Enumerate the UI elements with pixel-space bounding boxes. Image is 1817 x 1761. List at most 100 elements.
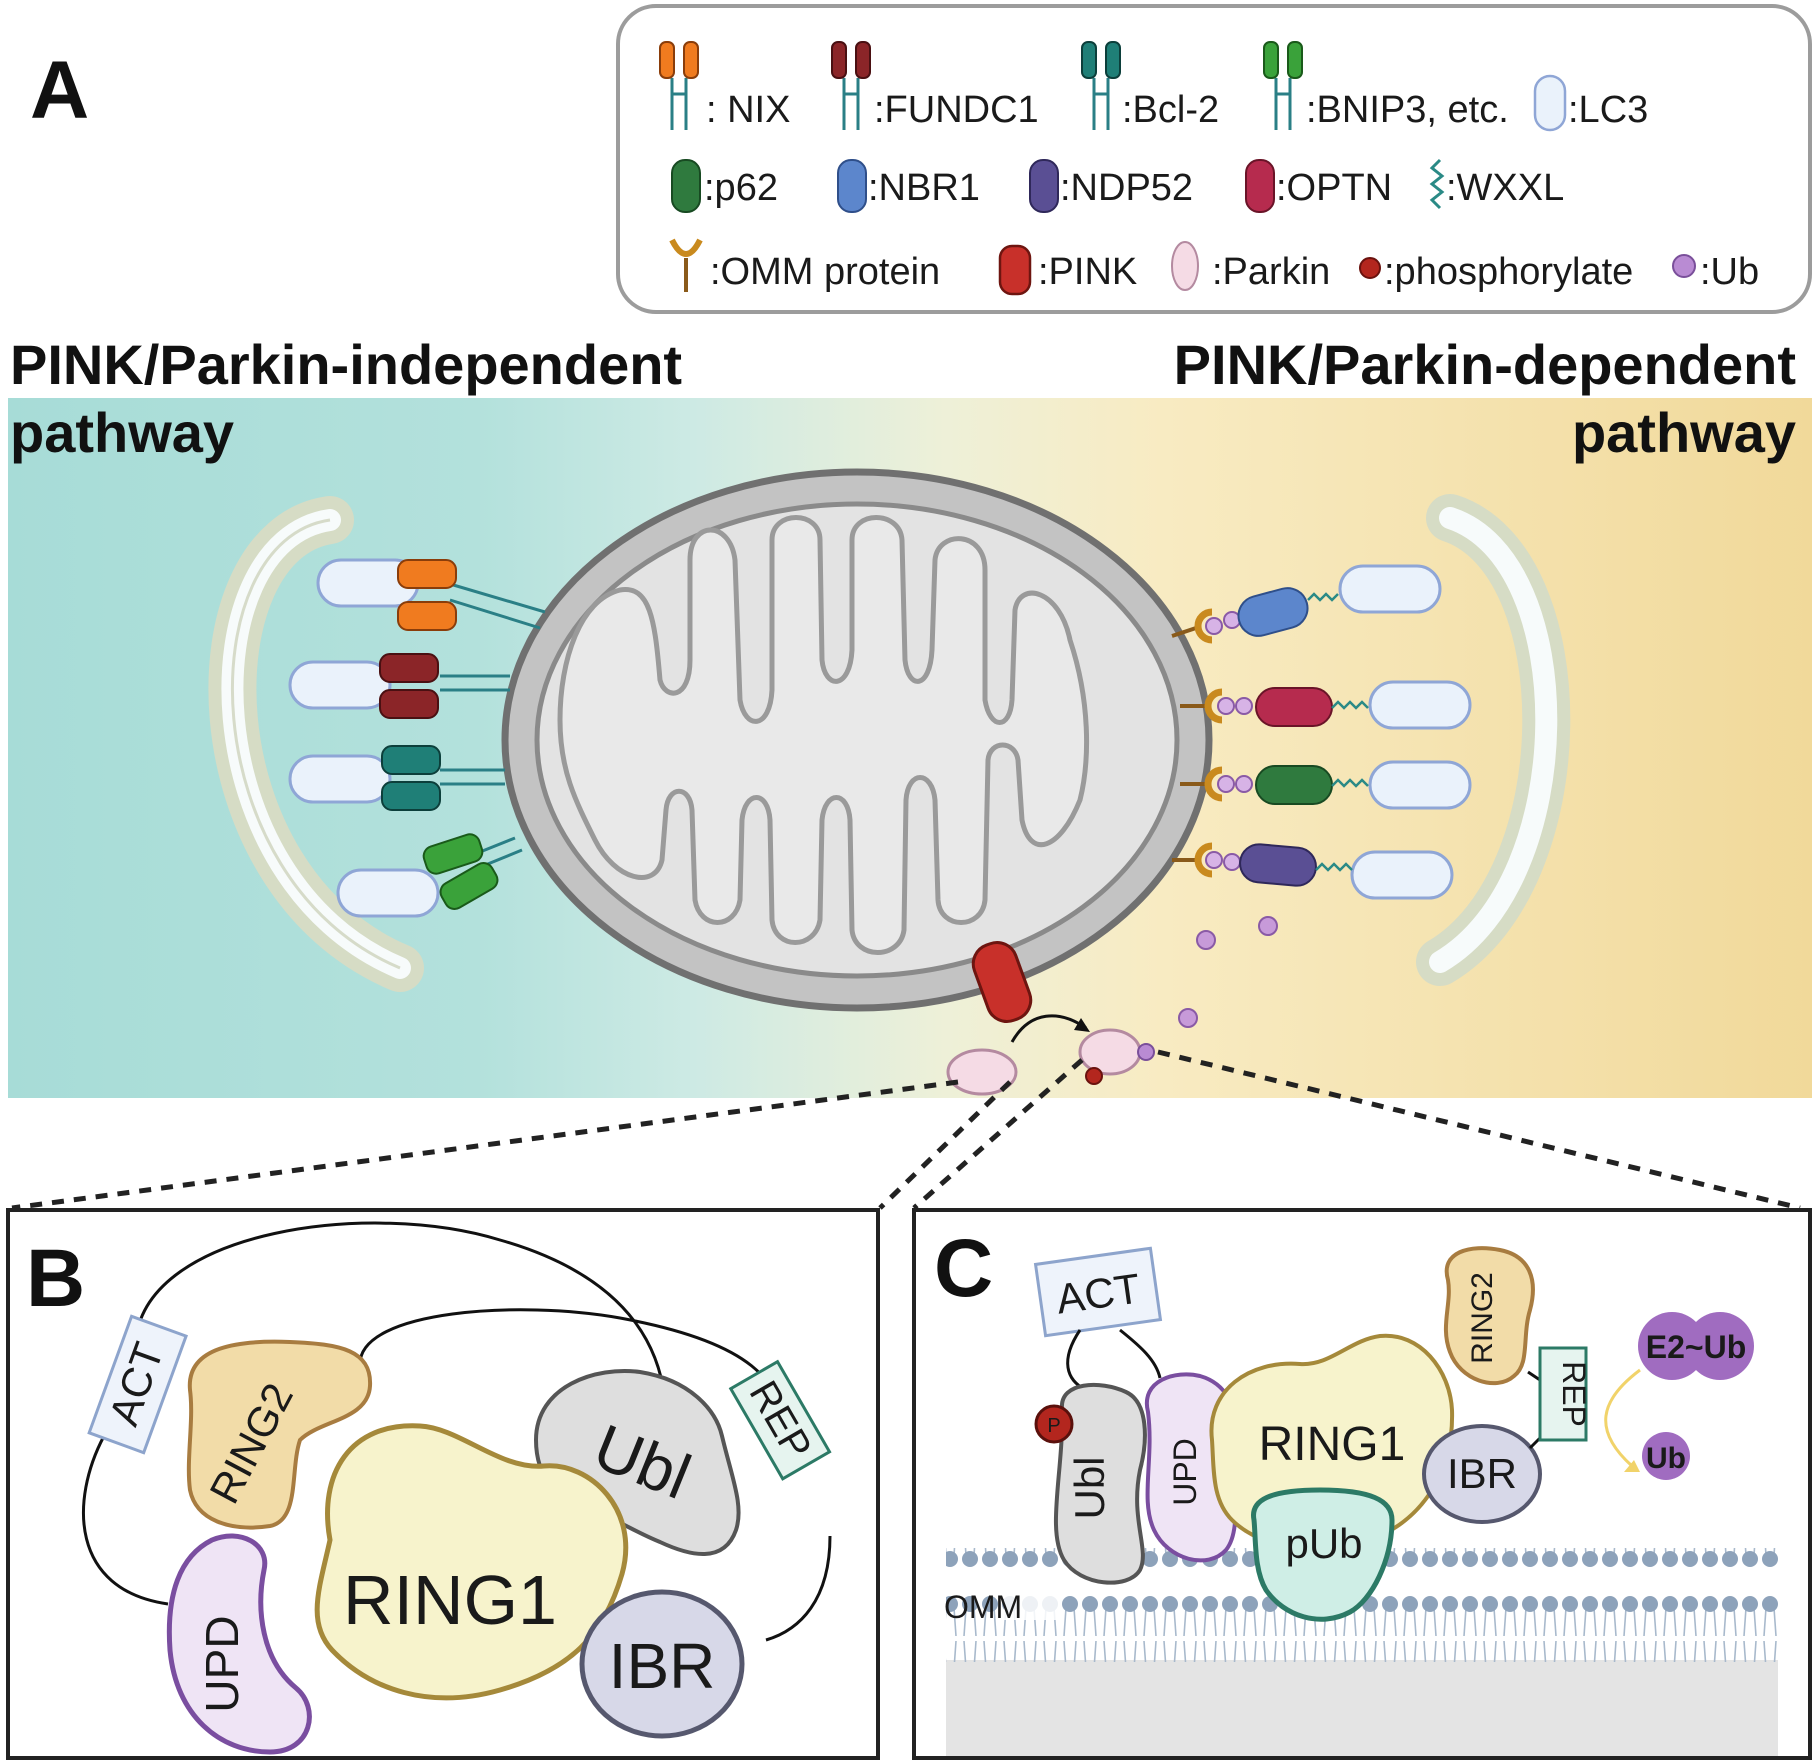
panel-label-c: C [934, 1223, 993, 1314]
zoom-lines [11, 1049, 1801, 1211]
omm-protein-icon [669, 238, 703, 292]
independent-receptors [288, 558, 546, 918]
ring2-domain [186, 1339, 373, 1530]
ring1-label: RING1 [343, 1561, 557, 1639]
fundc1-receptor-icon [831, 41, 871, 130]
upd-label: UPD [196, 1615, 248, 1712]
pink-icon [998, 244, 1032, 296]
parkin-active [1078, 1028, 1142, 1076]
ndp52-icon [1029, 159, 1059, 213]
ibr-label: IBR [609, 1630, 716, 1702]
upd-domain [166, 1533, 312, 1755]
ring2-domain-c [1443, 1246, 1535, 1386]
bnip3-receptor-icon [1263, 41, 1303, 130]
e2-ub: E2~Ub [1638, 1312, 1754, 1380]
independent-pathway-title: PINK/Parkin-independent [10, 333, 682, 396]
legend-label-p62: :p62 [704, 167, 778, 209]
legend-label-nix: : NIX [706, 89, 790, 131]
lc3-right-2 [1368, 680, 1472, 730]
omm-label: OMM [944, 1589, 1022, 1625]
phospho-site [1034, 1404, 1074, 1444]
pink-parkin-activation [946, 941, 1155, 1096]
panel-c: C OMM ACT Ubl P UPD RING1 pUb IBR RING2 [912, 1208, 1812, 1760]
lc3-left-4 [336, 868, 440, 918]
ring2-label-c: RING2 [1466, 1272, 1499, 1364]
pub-label: pUb [1285, 1520, 1362, 1567]
free-ub [1178, 1008, 1198, 1028]
ibr-domain [579, 1589, 745, 1739]
panel-b: B ACT RING2 Ubl REP RING1 UPD IBR [6, 1208, 880, 1760]
lc3-right-1 [1338, 564, 1442, 614]
ubl-label-c: Ubl [1066, 1456, 1113, 1519]
panel-label-a: A [30, 45, 89, 136]
free-ub [1258, 916, 1278, 936]
legend-label-bnip3: :BNIP3, etc. [1306, 89, 1509, 131]
p62-icon [671, 159, 701, 213]
dependent-receptors [1171, 564, 1472, 1028]
pink-protein [971, 941, 1033, 1023]
legend-label-wxxl: :WXXL [1446, 167, 1564, 209]
lc3-left-3 [288, 754, 392, 804]
legend-label-pink: :PINK [1038, 251, 1137, 293]
legend-label-bcl2: :Bcl-2 [1122, 89, 1219, 131]
dependent-pathway-title: PINK/Parkin-dependent [1174, 333, 1796, 396]
dependent-pathway-subtitle: pathway [1572, 401, 1796, 464]
act-label-c: ACT [1053, 1264, 1143, 1322]
ubl-domain-c [1053, 1382, 1147, 1585]
legend-label-lc3: :LC3 [1568, 89, 1648, 131]
independent-pathway-subtitle: pathway [10, 401, 234, 464]
lc3-right-4 [1350, 850, 1454, 900]
legend-label-optn: :OPTN [1276, 167, 1392, 209]
rep-label-c: REP [1556, 1361, 1592, 1427]
phagophore-left [208, 496, 424, 992]
rep-domain-c [1538, 1346, 1588, 1442]
bcl2-receptor [381, 745, 505, 811]
ibr-domain-c [1422, 1424, 1542, 1524]
nix-receptor-icon [659, 41, 699, 130]
act-domain-c [1033, 1246, 1163, 1338]
upd-label-c: UPD [1167, 1438, 1203, 1506]
phosphorylate-icon [1359, 257, 1381, 279]
svg-text:E2~Ub: E2~Ub [1646, 1329, 1746, 1365]
lc3-left-2 [288, 660, 392, 710]
legend-label-nbr1: :NBR1 [868, 167, 980, 209]
p62-adapter [1180, 765, 1369, 805]
nbr1-icon [837, 159, 867, 213]
released-ub-label: Ub [1646, 1442, 1686, 1475]
legend-label-parkin: :Parkin [1212, 251, 1330, 293]
fundc1-receptor [379, 653, 510, 719]
parkin-inactive [946, 1048, 1018, 1096]
ring1-label-c: RING1 [1259, 1418, 1406, 1471]
bnip3-receptor [422, 833, 523, 910]
bcl2-receptor-icon [1081, 41, 1121, 130]
ub-icon [1672, 254, 1696, 278]
mitochondrion [501, 468, 1213, 1012]
nix-receptor [397, 559, 546, 631]
legend-label-fundc1: :FUNDC1 [874, 89, 1039, 131]
legend-label-omm-protein: :OMM protein [710, 251, 940, 293]
optn-icon [1245, 159, 1275, 213]
lc3-icon [1533, 74, 1567, 132]
legend-label-phosphorylate: :phosphorylate [1384, 251, 1633, 293]
ndp52-adapter [1172, 842, 1353, 887]
legend: : NIX :FUNDC1 :Bcl-2 :BNIP3, etc. :LC3 [616, 4, 1812, 314]
cristae [557, 515, 1090, 955]
parkin-phospho [1085, 1067, 1103, 1085]
legend-label-ndp52: :NDP52 [1060, 167, 1193, 209]
lc3-right-3 [1368, 760, 1472, 810]
panel-label-b: B [26, 1233, 85, 1324]
pub-domain [1251, 1487, 1395, 1622]
legend-label-ub: :Ub [1700, 251, 1759, 293]
parkin-icon [1171, 241, 1199, 291]
nbr1-adapter [1171, 587, 1339, 644]
phagophore-right [1416, 494, 1571, 986]
membrane-lumen [946, 1660, 1778, 1756]
ibr-label-c: IBR [1447, 1450, 1517, 1497]
wxxl-icon [1429, 158, 1445, 210]
parkin-ub [1137, 1043, 1155, 1061]
transfer-arrow [1604, 1368, 1641, 1468]
free-ub [1196, 930, 1216, 950]
phospho-label: P [1047, 1415, 1060, 1437]
optn-adapter [1180, 687, 1369, 727]
